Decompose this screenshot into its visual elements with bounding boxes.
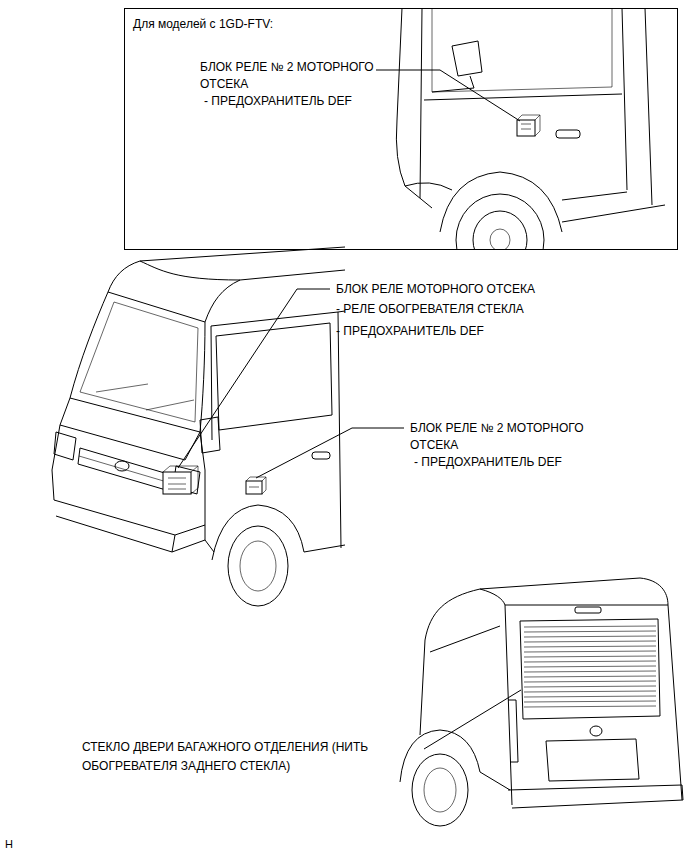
side-body xyxy=(420,640,425,735)
front-right-corner xyxy=(200,432,205,540)
wheel xyxy=(228,526,288,606)
emblem xyxy=(590,726,602,736)
relay-block-detail xyxy=(517,115,540,136)
fender-line xyxy=(405,183,452,190)
window-frame xyxy=(432,9,612,92)
a-pillar-left xyxy=(70,292,108,398)
roof xyxy=(108,247,345,292)
bumper xyxy=(54,500,205,552)
part-item: - РЕЛЕ ОБОГРЕВАТЕЛЯ СТЕКЛА xyxy=(336,301,524,318)
relay-block-2-detail xyxy=(246,477,266,494)
window-sill xyxy=(424,94,622,100)
part-item: - ПРЕДОХРАНИТЕЛЬ DEF xyxy=(414,454,562,471)
relay-block xyxy=(163,472,191,494)
roof-rear-edge xyxy=(480,589,668,605)
leader-line xyxy=(256,428,404,478)
leader-line xyxy=(424,690,521,749)
door-front-edge xyxy=(420,9,422,198)
part-name: БЛОК РЕЛЕ МОТОРНОГО ОТСЕКА xyxy=(336,281,535,298)
leader-line xyxy=(178,289,330,468)
hood xyxy=(60,398,200,460)
leader-line xyxy=(376,70,520,121)
side-window xyxy=(430,626,500,652)
roof-front xyxy=(140,261,240,280)
part-name: БЛОК РЕЛЕ № 2 МОТОРНОГО ОТСЕКА xyxy=(410,420,590,454)
bumper xyxy=(508,785,683,808)
wheel-rim xyxy=(473,211,527,249)
windshield-top xyxy=(108,292,205,322)
rear-van xyxy=(400,578,683,826)
wheel-rim xyxy=(424,768,456,812)
wheel-arch xyxy=(440,172,562,232)
grille xyxy=(78,448,168,490)
wheel xyxy=(412,754,468,826)
windshield-glass xyxy=(80,302,198,422)
mirror xyxy=(200,417,220,453)
rear-face-left xyxy=(505,605,512,805)
part-name: БЛОК РЕЛЕ № 2 МОТОРНОГО ОТСЕКА xyxy=(200,59,380,93)
wheel-hub xyxy=(490,229,510,249)
part-item: - ПРЕДОХРАНИТЕЛЬ DEF xyxy=(204,93,352,110)
inset-van xyxy=(396,9,665,249)
door-window xyxy=(216,323,332,430)
part-item: - ПРЕДОХРАНИТЕЛЬ DEF xyxy=(336,323,484,340)
door-handle xyxy=(556,130,580,138)
tail-lamp xyxy=(508,700,518,762)
mirror xyxy=(452,41,482,76)
wipers xyxy=(96,384,194,410)
door-bottom xyxy=(562,192,627,200)
relay-block-detail xyxy=(163,466,198,494)
van-front-contour xyxy=(396,9,432,208)
relay-block-2 xyxy=(246,481,262,494)
front-van xyxy=(52,247,345,606)
figure-code: H xyxy=(5,836,13,853)
side-sill xyxy=(480,772,510,790)
a-pillar-right xyxy=(200,322,205,432)
body-sill xyxy=(562,205,665,222)
back-window xyxy=(520,619,660,719)
inset-frame: Для моделей с 1GD-FTV: xyxy=(124,8,678,250)
wheel-arch xyxy=(212,505,304,560)
part-name: СТЕКЛО ДВЕРИ БАГАЖНОГО ОТДЕЛЕНИЯ (НИТЬ О… xyxy=(82,738,432,776)
inset-title: Для моделей с 1GD-FTV: xyxy=(133,17,273,32)
grille-bars xyxy=(79,456,167,482)
emblem xyxy=(115,461,129,471)
side-sill xyxy=(205,540,345,552)
door-outline xyxy=(211,312,341,548)
relay-block xyxy=(517,120,535,136)
body-rear-line xyxy=(645,9,652,205)
stop-lamp xyxy=(575,607,601,613)
door-handle xyxy=(312,452,330,459)
defogger-lines xyxy=(524,626,656,707)
wheel-arch xyxy=(400,730,480,782)
headlight-left xyxy=(54,432,76,460)
roof xyxy=(425,578,668,640)
door-rear-edge xyxy=(622,9,627,190)
wheel xyxy=(456,194,544,249)
rear-face-right xyxy=(668,605,682,800)
roof-edge xyxy=(205,270,345,322)
wheel-rim xyxy=(240,541,276,591)
plate-recess xyxy=(546,739,639,781)
